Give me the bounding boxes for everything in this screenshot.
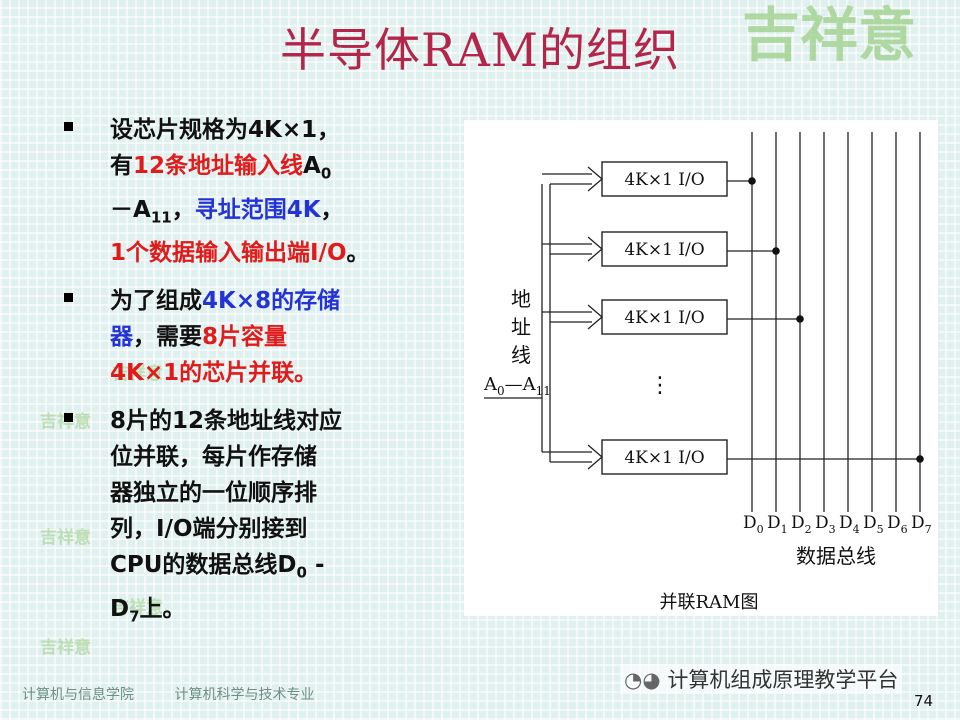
subscript-text: 11	[150, 208, 172, 227]
memory-chip	[601, 299, 728, 335]
address-bus	[484, 166, 603, 470]
text-segment: 器	[110, 324, 133, 351]
subscript-text: 0	[320, 164, 332, 183]
parallel-ram-svg: 4K×1 I/O 4K×1 I/O 4K×1 I/O 4K×1 I/O 地 址 线 A…	[483, 132, 932, 613]
data-bus-lines	[751, 132, 921, 512]
watermark-logo-small: 吉祥意	[40, 638, 91, 658]
chip-label: 4K×1 I/O	[624, 240, 704, 260]
bus-label: D6	[887, 513, 908, 536]
chip-label: 4K×1 I/O	[624, 448, 704, 468]
watermark-logo: 吉祥意	[742, 1, 917, 69]
text-segment: 8片容量	[202, 324, 288, 351]
subscript-text: 7	[129, 607, 140, 626]
bullet-list: 设芯片规格为4K×1，有12条地址输入线A0 －A11，寻址范围4K，1个数据输…	[58, 112, 458, 646]
page-number: 74	[914, 692, 934, 710]
bullet-marker	[64, 413, 73, 423]
chip-label: 4K×1 I/O	[624, 170, 704, 190]
parallel-ram-diagram: 4K×1 I/O 4K×1 I/O 4K×1 I/O 4K×1 I/O 地 址 线 A…	[464, 120, 938, 616]
watermark-logo-small: 吉祥意	[40, 528, 91, 548]
bullet-item: 8片的12条地址线对应位并联，每片作存储器独立的一位顺序排列，I/O端分别接到 C…	[58, 403, 458, 634]
address-label-char: 址	[511, 315, 531, 339]
bullet-marker	[64, 122, 73, 131]
text-segment: ，	[320, 196, 344, 223]
bullet-marker	[64, 293, 73, 303]
junction-dot	[916, 455, 924, 463]
text-segment: 器独立的一位顺序排	[110, 480, 317, 507]
address-label-char: 线	[511, 343, 531, 367]
bus-label: D1	[767, 513, 788, 536]
text-segment: －A	[110, 196, 151, 223]
wechat-icon: ◔◕	[624, 668, 668, 692]
footer-brand: ◔◕ 计算机组成原理教学平台	[620, 664, 903, 694]
footer-left: 计算机与信息学院 计算机科学与技术专业	[22, 684, 350, 704]
text-segment: 有	[110, 153, 133, 179]
bus-label: D7	[911, 513, 932, 536]
text-segment: ，	[171, 196, 195, 223]
bus-label: D3	[815, 513, 836, 536]
arrow-head-icon	[587, 444, 603, 470]
arrow-head-icon	[587, 304, 603, 330]
chip-label: 4K×1 I/O	[624, 308, 704, 328]
address-range-label: A0—A11	[483, 374, 551, 398]
text-segment: 设芯片规格为4K×1，	[110, 117, 341, 143]
text-segment: 上。	[139, 595, 186, 622]
text-segment: 为了组成	[110, 288, 202, 315]
memory-chip	[601, 231, 728, 267]
memory-chip	[601, 161, 728, 197]
diagram-caption: 并联RAM图	[660, 592, 759, 613]
bus-label: D0	[743, 513, 764, 536]
address-label-char: 地	[511, 287, 531, 311]
subscript-text: 0	[296, 563, 307, 582]
text-segment: 4K×1的芯片并联。	[110, 360, 318, 387]
bullet-item: 设芯片规格为4K×1，有12条地址输入线A0 －A11，寻址范围4K，1个数据输…	[58, 112, 458, 271]
bullet-text: 为了组成4K×8的存储器，需要8片容量 4K×1的芯片并联。	[110, 283, 458, 391]
text-segment: 8片的12条地址线对应	[110, 408, 343, 435]
text-segment: ，需要	[133, 324, 202, 351]
text-segment: 12条地址输入线	[133, 153, 304, 179]
footer-school: 计算机与信息学院	[22, 687, 134, 703]
junction-dot	[772, 247, 780, 255]
text-segment: 。	[346, 240, 370, 267]
text-segment: 1个数据输入输出端I/O	[110, 240, 347, 267]
junction-dot	[748, 177, 756, 185]
arrow-head-icon	[587, 166, 603, 192]
chip-group: 4K×1 I/O 4K×1 I/O 4K×1 I/O 4K×1 I/O	[601, 161, 924, 475]
slide-title: 半导体RAM的组织	[280, 23, 680, 77]
ellipsis-icon: ⋮	[649, 373, 671, 398]
brand-name: 计算机组成原理教学平台	[667, 668, 899, 692]
bullet-text: 设芯片规格为4K×1，有12条地址输入线A0 －A11，寻址范围4K，1个数据输…	[110, 112, 458, 271]
watermark-logo-small: 吉祥意	[112, 598, 163, 618]
footer-major: 计算机科学与技术专业	[174, 687, 315, 703]
memory-chip	[601, 439, 728, 475]
arrow-head-icon	[587, 236, 603, 262]
text-segment: 4K×8的存储	[202, 288, 341, 315]
bullet-text: 8片的12条地址线对应位并联，每片作存储器独立的一位顺序排列，I/O端分别接到 C…	[110, 403, 458, 634]
text-segment: D	[110, 595, 130, 622]
bus-label: D5	[863, 513, 884, 536]
junction-dot	[796, 315, 804, 323]
bus-label: D4	[839, 513, 860, 536]
bus-title: 数据总线	[796, 544, 876, 568]
bus-label: D2	[791, 513, 812, 536]
text-segment: -	[306, 552, 325, 579]
text-segment: 寻址范围4K	[194, 196, 321, 223]
bullet-item: 为了组成4K×8的存储器，需要8片容量 4K×1的芯片并联。	[58, 283, 458, 391]
text-segment: CPU的数据总线D	[110, 552, 297, 579]
text-segment: A	[303, 153, 321, 179]
text-segment: 列，I/O端分别接到	[110, 516, 308, 543]
text-segment: 位并联，每片作存储	[110, 444, 317, 471]
watermark-logo-small: 吉祥意	[112, 364, 163, 384]
